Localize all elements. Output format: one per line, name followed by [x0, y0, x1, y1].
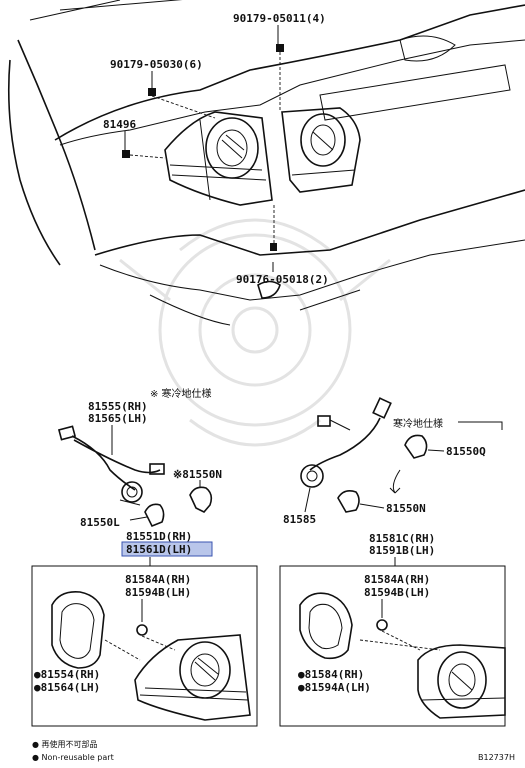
- part-label-81591b: 81591B(LH): [369, 544, 435, 557]
- part-label-90179-05011: 90179-05011(4): [233, 12, 326, 25]
- car-rear-illustration: [7, 0, 525, 326]
- note-cold-spec-right: 寒冷地仕様: [393, 417, 443, 430]
- part-label-81581c: 81581C(RH): [369, 532, 435, 545]
- box-right-assembly: [279, 565, 506, 727]
- tail-lamp-outer-81551d: [104, 634, 251, 721]
- dash-screw-left: [141, 635, 176, 651]
- leader-81550l: [129, 516, 148, 521]
- legend-jp: ● 再使用不可部品: [32, 739, 98, 749]
- note-cold-spec: ※ 寒冷地仕様: [150, 387, 212, 400]
- bulb-81550n: [337, 490, 360, 513]
- gasket-81554: [51, 590, 105, 669]
- part-label-81594b-right: 81594B(LH): [364, 586, 430, 599]
- bulb-81550q: [404, 434, 428, 459]
- part-label-81585: 81585: [283, 513, 316, 526]
- gasket-81584: [299, 592, 353, 660]
- car-fasteners: [122, 44, 284, 251]
- part-label-81584: ●81584(RH): [298, 668, 364, 681]
- part-label-81554: ●81554(RH): [34, 668, 100, 681]
- part-label-81584a-left: 81584A(RH): [125, 573, 191, 586]
- car-tail-lamp-inner: [281, 107, 361, 193]
- legend-en: ● Non-reusable part: [32, 753, 114, 762]
- leader-81585: [304, 487, 311, 513]
- bulb-81550n-cold: [189, 486, 213, 513]
- part-label-81550q: 81550Q: [446, 445, 486, 458]
- part-label-81561d: 81561D(LH): [126, 543, 192, 556]
- part-label-90179-05030: 90179-05030(6): [110, 58, 203, 71]
- part-label-81555: 81555(RH): [88, 400, 148, 413]
- leader-81550n: [359, 503, 385, 509]
- part-label-81496: 81496: [103, 118, 136, 131]
- part-label-81594b-left: 81594B(LH): [125, 586, 191, 599]
- part-label-81551d: 81551D(RH): [126, 530, 192, 543]
- tail-lamp-inner-81581c: [417, 644, 506, 719]
- diagram-code: B12737H: [478, 753, 515, 762]
- part-label-81564: ●81564(LH): [34, 681, 100, 694]
- bulb-81550l: [144, 503, 165, 528]
- highlight-81561d: [121, 541, 213, 557]
- arrow-cold-spec: [389, 469, 401, 494]
- part-label-81550l: 81550L: [80, 516, 120, 529]
- part-label-81550n-cold: ※81550N: [173, 468, 222, 481]
- part-label-81550n: 81550N: [386, 502, 426, 515]
- part-label-81584a-right: 81584A(RH): [364, 573, 430, 586]
- part-label-81565: 81565(LH): [88, 412, 148, 425]
- screw-left: [136, 624, 148, 636]
- socket-wire-81585: [300, 397, 392, 488]
- screw-right: [376, 619, 388, 631]
- car-tail-lamp-outer: [164, 111, 273, 206]
- bracket-cold-spec: [458, 421, 503, 430]
- part-label-81594a: ●81594A(LH): [298, 681, 371, 694]
- dash-screw-right: [359, 630, 441, 651]
- watermark-emblem: [119, 218, 391, 447]
- box-left-assembly: [31, 565, 258, 727]
- part-label-90176-05018: 90176-05018(2): [236, 273, 329, 286]
- socket-wire-81555: [57, 425, 165, 506]
- leader-81550q: [427, 449, 445, 452]
